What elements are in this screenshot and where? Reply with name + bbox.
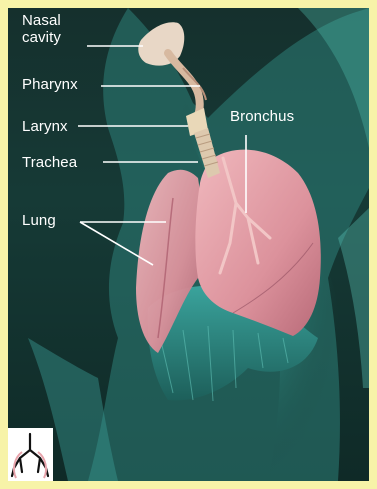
diagram-panel: Nasal cavity Pharynx Larynx Trachea Lung… (8, 8, 369, 481)
label-trachea: Trachea (22, 154, 77, 171)
label-lung: Lung (22, 212, 56, 229)
lungs-thumbnail-icon (8, 428, 53, 481)
label-pharynx: Pharynx (22, 76, 78, 93)
label-bronchus: Bronchus (230, 108, 294, 125)
label-nasal-cavity: Nasal cavity (22, 12, 61, 46)
label-larynx: Larynx (22, 118, 68, 135)
